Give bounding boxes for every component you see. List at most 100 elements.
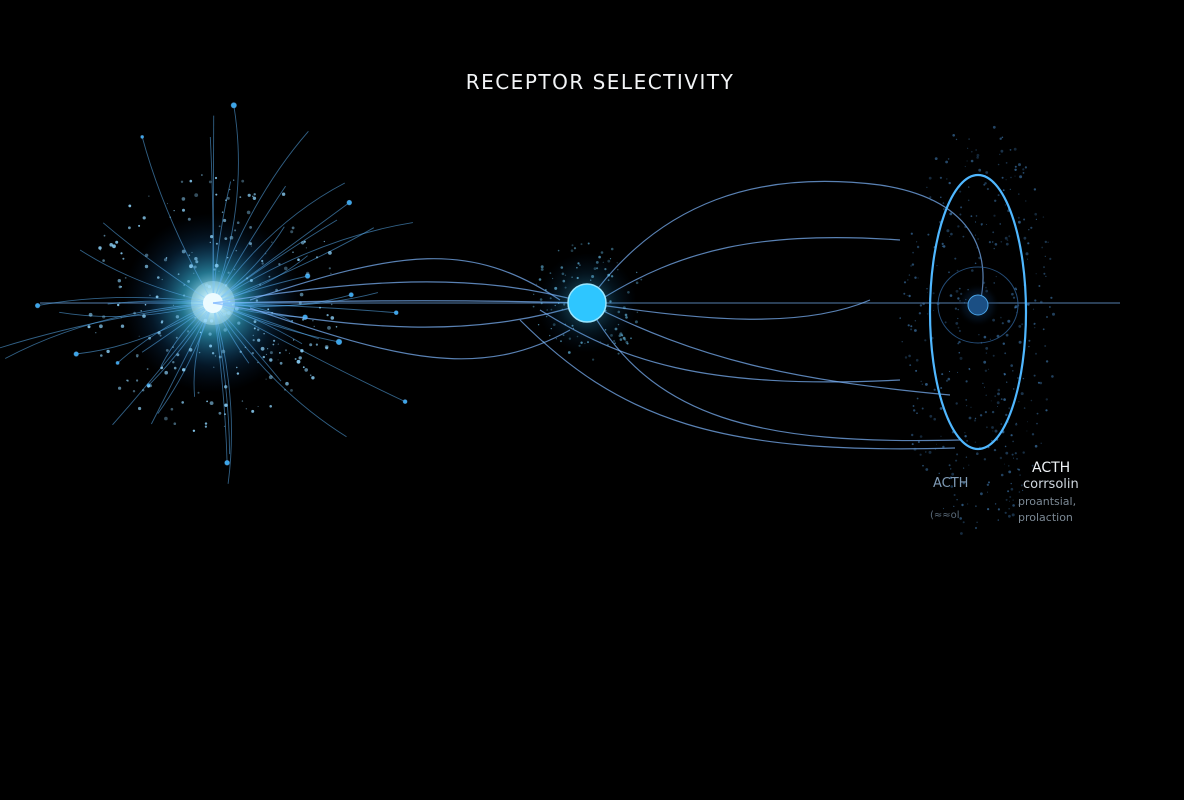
particle — [135, 354, 139, 357]
particle — [213, 366, 215, 368]
particle — [987, 508, 990, 511]
particle — [993, 448, 997, 452]
particle — [993, 282, 995, 284]
particle — [994, 243, 998, 246]
particle — [572, 327, 575, 329]
particle — [1003, 463, 1005, 465]
particle — [962, 235, 965, 238]
particle — [984, 369, 988, 372]
particle — [1008, 407, 1011, 410]
particle — [271, 241, 273, 243]
particle — [939, 407, 943, 410]
particle — [926, 291, 928, 293]
particle — [607, 273, 611, 277]
particle — [925, 468, 929, 471]
particle — [557, 302, 560, 305]
particle — [939, 176, 943, 179]
particle — [948, 181, 951, 185]
source-ray — [102, 222, 214, 304]
particle — [323, 240, 325, 243]
particle — [973, 419, 977, 422]
particle — [617, 310, 621, 314]
particle — [970, 159, 974, 163]
particle — [614, 327, 618, 331]
particle — [218, 355, 222, 359]
particle — [284, 266, 288, 271]
particle — [160, 366, 164, 370]
particle — [599, 341, 601, 343]
particle — [1036, 422, 1038, 425]
particle — [967, 147, 969, 149]
particle — [957, 225, 960, 228]
particle — [281, 192, 286, 196]
particle — [1013, 457, 1014, 459]
particle — [604, 268, 607, 271]
particle — [122, 257, 125, 260]
particle — [1009, 149, 1012, 151]
particle — [924, 339, 927, 342]
particle — [106, 349, 110, 354]
particle — [1044, 240, 1048, 244]
particle — [579, 264, 581, 266]
particle — [1004, 204, 1007, 206]
particle — [983, 183, 986, 186]
particle — [328, 267, 331, 270]
particle — [562, 279, 566, 283]
particle — [907, 324, 910, 327]
particle — [965, 380, 968, 383]
particle — [994, 199, 997, 202]
particle — [257, 328, 260, 331]
particle — [214, 176, 218, 180]
particle — [166, 203, 168, 205]
particle — [252, 195, 254, 198]
particle — [173, 210, 175, 212]
particle — [211, 352, 215, 355]
particle — [910, 328, 913, 331]
source-ray — [212, 226, 285, 304]
particle — [564, 274, 567, 276]
particle — [1018, 325, 1022, 328]
particle — [1040, 300, 1043, 304]
particle — [908, 274, 911, 276]
particle — [1011, 292, 1014, 296]
particle — [1045, 398, 1049, 401]
particle — [985, 394, 987, 396]
particle — [920, 380, 922, 383]
particle — [269, 351, 273, 355]
particle — [1006, 239, 1009, 241]
particle — [950, 468, 952, 470]
particle — [958, 340, 961, 344]
particle — [1013, 147, 1017, 151]
particle — [301, 241, 305, 245]
particle — [1007, 490, 1010, 493]
particle — [985, 347, 989, 350]
particle — [120, 286, 122, 288]
particle — [319, 306, 321, 309]
particle — [126, 379, 128, 381]
mid-node[interactable] — [567, 283, 607, 323]
particle — [976, 153, 980, 157]
particle — [251, 352, 254, 355]
particle — [983, 360, 987, 364]
particle — [532, 305, 535, 308]
particle — [550, 308, 553, 311]
particle — [966, 440, 968, 442]
source-ray — [212, 227, 375, 304]
particle — [617, 352, 620, 355]
particle — [257, 361, 259, 364]
particle — [598, 255, 601, 259]
receptor-site[interactable] — [967, 294, 989, 316]
particle — [1042, 328, 1045, 331]
particle — [546, 309, 548, 311]
particle — [138, 406, 142, 411]
diagram-title: RECEPTOR SELECTIVITY — [465, 70, 735, 94]
particle — [88, 312, 93, 317]
particle — [201, 174, 203, 176]
particle — [312, 320, 314, 322]
particle — [927, 233, 930, 236]
source-ray — [157, 302, 214, 414]
particle — [159, 334, 162, 337]
particle — [225, 312, 227, 314]
particle — [999, 223, 1001, 225]
